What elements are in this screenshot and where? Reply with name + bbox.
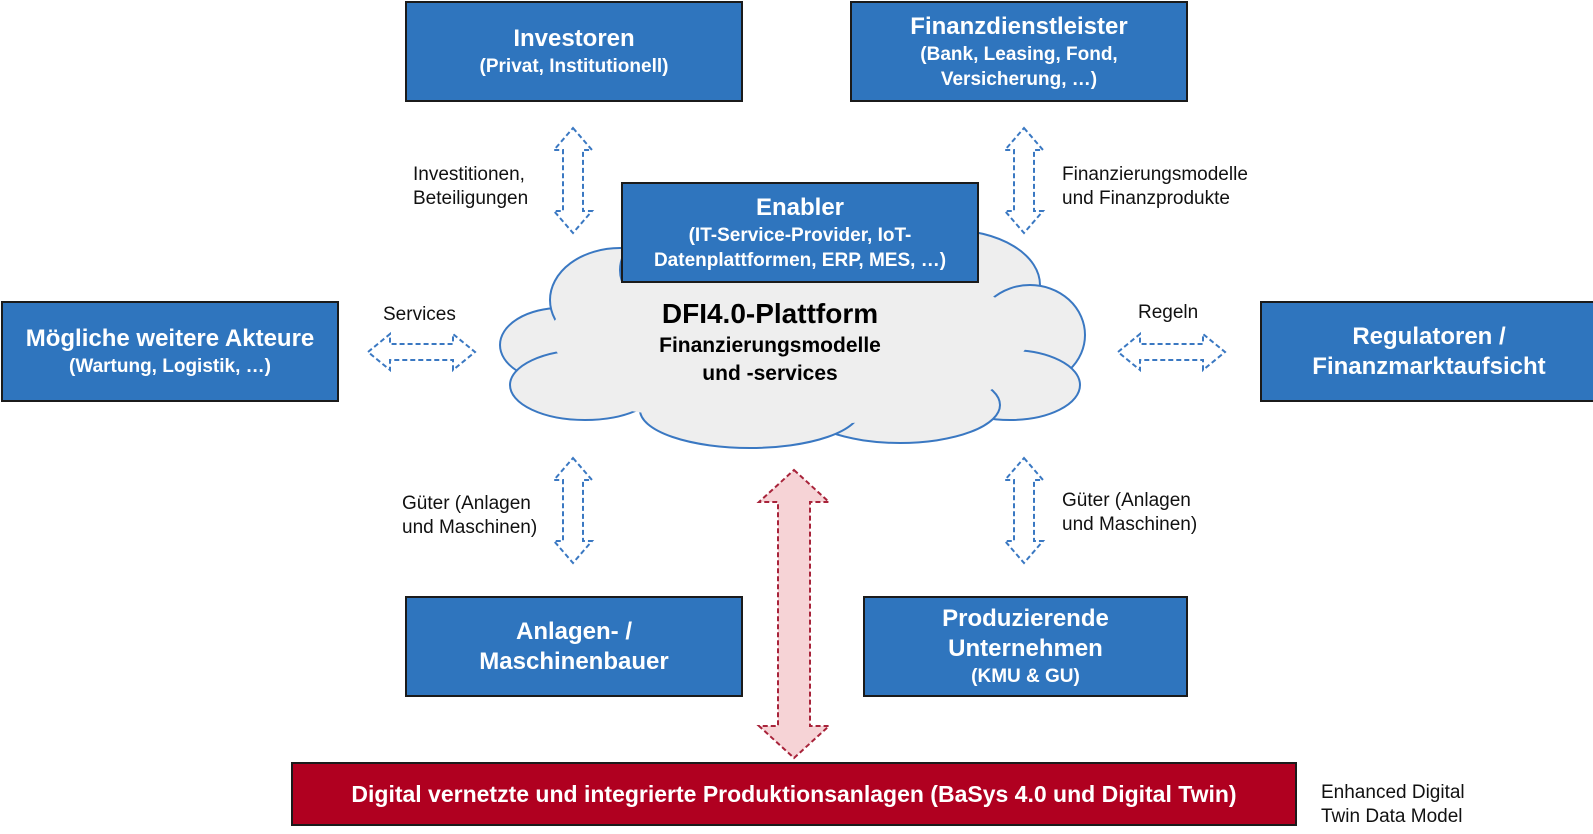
label-finanzierungsmodelle-2: und Finanzprodukte xyxy=(1062,188,1230,209)
cloud-line-2: und -services xyxy=(702,362,838,385)
finanzdienstleister-subtitle-1: (Bank, Leasing, Fond, xyxy=(920,43,1118,65)
label-gueter-left-1: Güter (Anlagen xyxy=(402,493,531,514)
label-gueter-left-2: und Maschinen) xyxy=(402,517,538,538)
label-investitionen-1: Investitionen, xyxy=(413,164,525,185)
cloud-line-1: Finanzierungsmodelle xyxy=(659,334,881,357)
investoren-subtitle: (Privat, Institutionell) xyxy=(479,56,669,77)
investoren-box: Investoren (Privat, Institutionell) xyxy=(405,1,743,102)
anlagenbauer-line-1: Anlagen- / xyxy=(515,617,632,645)
investoren-title: Investoren xyxy=(513,25,635,52)
anlagenbauer-line-2: Maschinenbauer xyxy=(479,647,669,675)
enabler-subtitle-2: Datenplattformen, ERP, MES, …) xyxy=(653,249,947,271)
arrow-services xyxy=(366,331,477,373)
label-enhanced-1: Enhanced Digital xyxy=(1321,782,1465,803)
produzierende-subtitle: (KMU & GU) xyxy=(971,666,1080,687)
cloud-title: DFI4.0-Plattform xyxy=(661,298,879,329)
arrow-investoren xyxy=(551,126,595,235)
weitere-akteure-box: Mögliche weitere Akteure (Wartung, Logis… xyxy=(1,301,339,402)
label-gueter-right: Güter (Anlagen und Maschinen) xyxy=(1062,489,1197,537)
weitere-akteure-subtitle: (Wartung, Logistik, …) xyxy=(69,356,271,377)
regulatoren-line-1: Regulatoren / xyxy=(1352,322,1506,350)
arrow-finanz xyxy=(1002,126,1046,235)
label-enhanced-2: Twin Data Model xyxy=(1321,806,1463,827)
arrow-regeln xyxy=(1116,331,1227,373)
label-regeln: Regeln xyxy=(1138,302,1199,323)
weitere-akteure-title: Mögliche weitere Akteure xyxy=(25,325,315,352)
label-investitionen: Investitionen, Beteiligungen xyxy=(413,163,528,211)
label-services: Services xyxy=(383,304,456,325)
label-gueter-right-2: und Maschinen) xyxy=(1062,514,1198,535)
arrow-produzierende xyxy=(1002,456,1046,565)
cloud-text: DFI4.0-Plattform Finanzierungsmodelle un… xyxy=(560,296,980,388)
finanzdienstleister-subtitle-2: Versicherung, …) xyxy=(940,68,1098,90)
regulatoren-line-2: Finanzmarktaufsicht xyxy=(1312,352,1546,380)
produzierende-line-2: Unternehmen xyxy=(948,635,1103,662)
label-investitionen-2: Beteiligungen xyxy=(413,188,529,209)
arrow-anlagen xyxy=(551,456,595,565)
enabler-box: Enabler (IT-Service-Provider, IoT- Daten… xyxy=(621,182,979,283)
label-enhanced-digital-twin: Enhanced Digital Twin Data Model xyxy=(1321,781,1465,829)
produzierende-line-1: Produzierende xyxy=(942,605,1109,632)
produktionsanlagen-bar: Digital vernetzte und integrierte Produk… xyxy=(291,762,1297,826)
anlagenbauer-box: Anlagen- / Maschinenbauer xyxy=(405,596,743,697)
enabler-subtitle-1: (IT-Service-Provider, IoT- xyxy=(688,224,912,246)
label-gueter-left: Güter (Anlagen und Maschinen) xyxy=(402,492,537,540)
produzierende-box: Produzierende Unternehmen (KMU & GU) xyxy=(863,596,1188,697)
regulatoren-box: Regulatoren / Finanzmarktaufsicht xyxy=(1260,301,1593,402)
finanzdienstleister-title: Finanzdienstleister xyxy=(910,12,1128,40)
arrow-production xyxy=(756,468,832,760)
label-finanzierungsmodelle: Finanzierungsmodelle und Finanzprodukte xyxy=(1062,163,1248,211)
enabler-title: Enabler xyxy=(755,193,845,221)
finanzdienstleister-box: Finanzdienstleister (Bank, Leasing, Fond… xyxy=(850,1,1188,102)
label-gueter-right-1: Güter (Anlagen xyxy=(1062,490,1191,511)
label-finanzierungsmodelle-1: Finanzierungsmodelle xyxy=(1062,164,1248,185)
